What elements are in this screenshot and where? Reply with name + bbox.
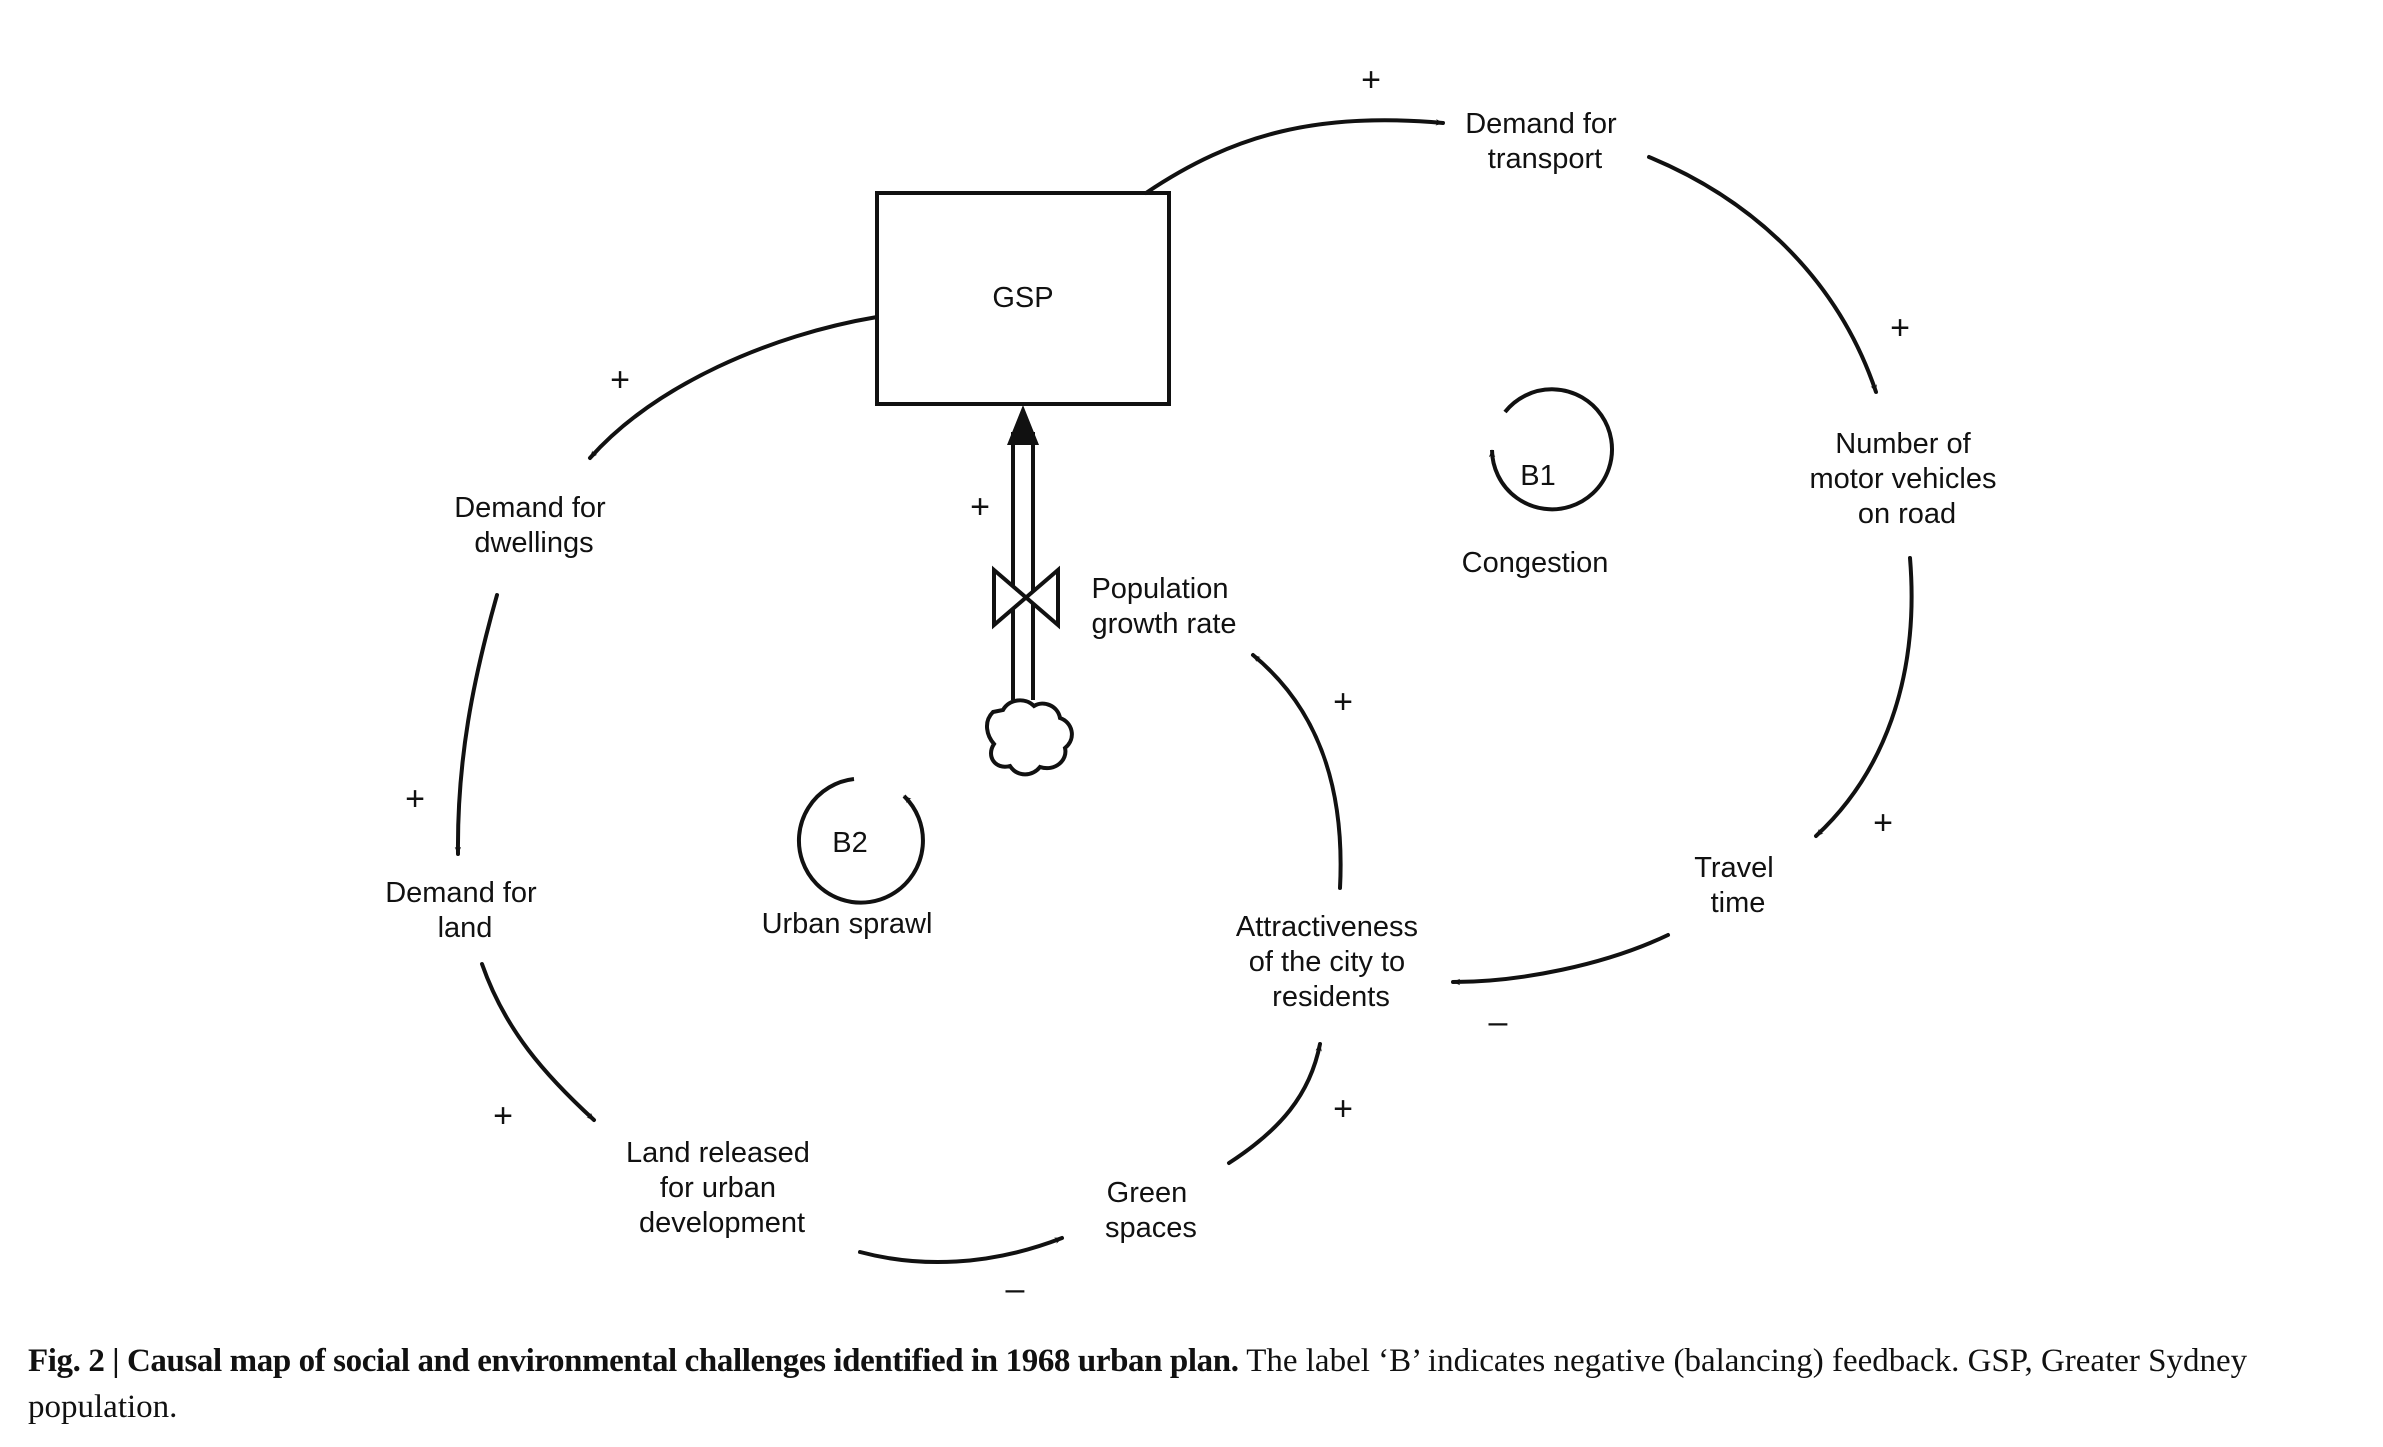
arrow-green-spaces-to-attractiveness — [1227, 1042, 1322, 1165]
gsp-label: GSP — [992, 282, 1053, 314]
loop-b1-id: B1 — [1520, 460, 1555, 492]
node-demand-for-dwellings: Demand for dwellings — [454, 492, 614, 559]
source-cloud-icon — [985, 698, 1074, 777]
node-attractiveness-of-city: Attractiveness of the city to residents — [1236, 911, 1426, 1013]
loop-b1-congestion: B1 Congestion — [1462, 387, 1614, 579]
inflow-arrowhead — [1007, 405, 1039, 445]
node-population-growth-rate: Population growth rate — [1091, 573, 1236, 640]
sign-attractiveness-to-population-growth: + — [1333, 683, 1353, 721]
arrow-land-released-to-green-spaces — [858, 1236, 1064, 1265]
arrow-travel-time-to-attractiveness — [1451, 933, 1670, 986]
population-inflow — [985, 405, 1074, 777]
sign-land-released-to-green-spaces: – — [1006, 1270, 1025, 1308]
loop-b2-name: Urban sprawl — [762, 908, 933, 940]
gsp-stock-box — [875, 191, 1171, 406]
arrow-motor-vehicles-to-travel-time — [1814, 556, 1914, 838]
figure-caption: Fig. 2 | Causal map of social and enviro… — [28, 1338, 2358, 1430]
arrow-gsp-to-demand-dwellings — [588, 315, 879, 460]
loop-b2-arrow-icon — [796, 777, 925, 905]
arrow-demand-transport-to-motor-vehicles — [1647, 155, 1878, 394]
loop-b2-id: B2 — [832, 827, 867, 859]
sign-demand-dwellings-to-demand-land: + — [405, 780, 425, 818]
caption-title: Causal map of social and environmental c… — [127, 1343, 1239, 1379]
arrow-demand-land-to-land-released — [480, 962, 596, 1122]
sign-gsp-to-demand-transport: + — [1361, 61, 1381, 99]
node-demand-for-transport: Demand for transport — [1465, 108, 1625, 175]
node-demand-for-land: Demand for land — [385, 877, 545, 944]
caption-label: Fig. 2 | — [28, 1343, 127, 1379]
node-land-released-for-urban-development: Land released for urban development — [626, 1137, 818, 1239]
caption-text: The label ‘B’ indicates negative (balanc… — [28, 1343, 2248, 1425]
node-green-spaces: Green spaces — [1105, 1177, 1197, 1244]
arrow-demand-dwellings-to-demand-land — [454, 593, 499, 856]
loop-b2-urban-sprawl: B2 Urban sprawl — [762, 777, 933, 940]
node-number-of-motor-vehicles: Number of motor vehicles on road — [1809, 428, 2004, 530]
sign-gsp-to-demand-dwellings: + — [610, 361, 630, 399]
sign-demand-land-to-land-released: + — [493, 1097, 513, 1135]
node-travel-time: Travel time — [1694, 852, 1782, 919]
loop-b1-arrow-icon — [1488, 387, 1614, 512]
sign-motor-vehicles-to-travel-time: + — [1873, 804, 1893, 842]
sign-travel-time-to-attractiveness: – — [1489, 1003, 1508, 1041]
sign-demand-transport-to-motor-vehicles: + — [1890, 309, 1910, 347]
arrow-gsp-to-demand-transport — [1144, 118, 1445, 195]
loop-b1-name: Congestion — [1462, 547, 1609, 579]
arrow-attractiveness-to-population-growth — [1251, 653, 1343, 890]
sign-green-spaces-to-attractiveness: + — [1333, 1090, 1353, 1128]
sign-population-growth-to-gsp: + — [970, 488, 990, 526]
valve-icon — [992, 565, 1060, 630]
